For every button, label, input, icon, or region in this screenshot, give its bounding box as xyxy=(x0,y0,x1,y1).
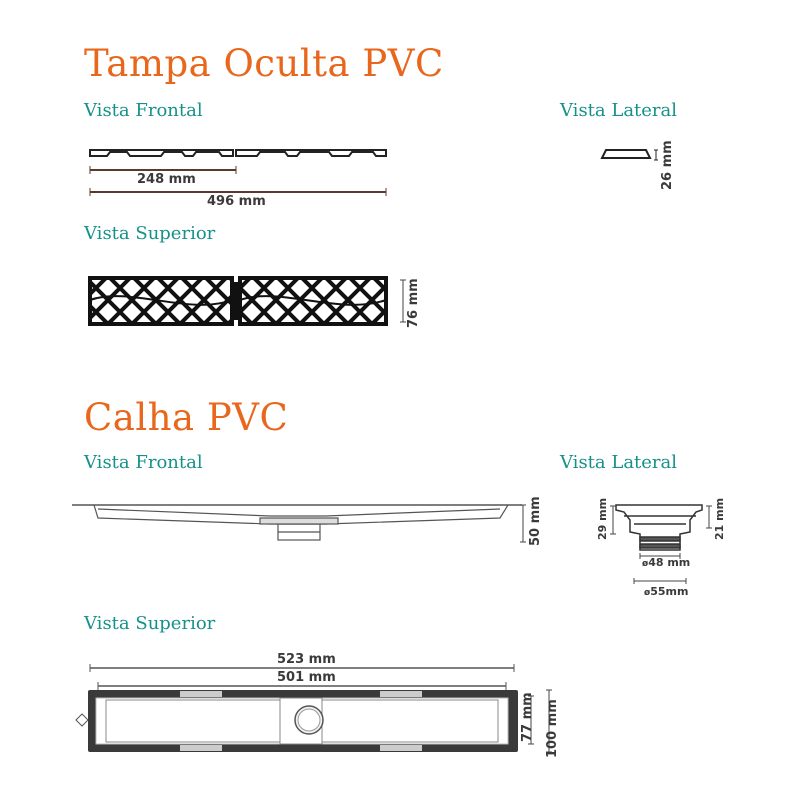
dim-77: 77 mm xyxy=(520,692,535,742)
dim-50: 50 mm xyxy=(528,496,543,546)
dim-bracket-50 xyxy=(520,504,526,543)
dim-76: 76 mm xyxy=(406,278,421,328)
label-calha-lateral: Vista Lateral xyxy=(560,452,678,473)
section-title-calha: Calha PVC xyxy=(84,396,289,439)
dim-26: 26 mm xyxy=(660,140,675,190)
calha-frontal-profile xyxy=(72,504,522,541)
label-tampa-superior: Vista Superior xyxy=(84,223,216,244)
tampa-frontal-profile xyxy=(89,149,387,157)
section-title-tampa: Tampa Oculta PVC xyxy=(84,42,444,85)
dim-21: 21 mm xyxy=(713,497,726,540)
calha-lateral-profile xyxy=(615,504,703,551)
calha-superior-body xyxy=(75,664,518,752)
dim-bracket-76 xyxy=(400,279,406,323)
dim-501: 501 mm xyxy=(277,670,336,685)
dim-496: 496 mm xyxy=(207,194,266,209)
dim-29: 29 mm xyxy=(596,497,609,540)
dim-55: ø55mm xyxy=(644,585,689,598)
tampa-lateral-profile xyxy=(600,149,658,161)
dim-100: 100 mm xyxy=(545,699,560,758)
label-tampa-lateral: Vista Lateral xyxy=(560,100,678,121)
label-calha-frontal: Vista Frontal xyxy=(84,452,203,473)
label-calha-superior: Vista Superior xyxy=(84,613,216,634)
label-tampa-frontal: Vista Frontal xyxy=(84,100,203,121)
tampa-superior-grate xyxy=(88,276,388,326)
dim-523: 523 mm xyxy=(277,652,336,667)
dim-248: 248 mm xyxy=(137,172,196,187)
dim-48: ø48 mm xyxy=(642,556,691,569)
